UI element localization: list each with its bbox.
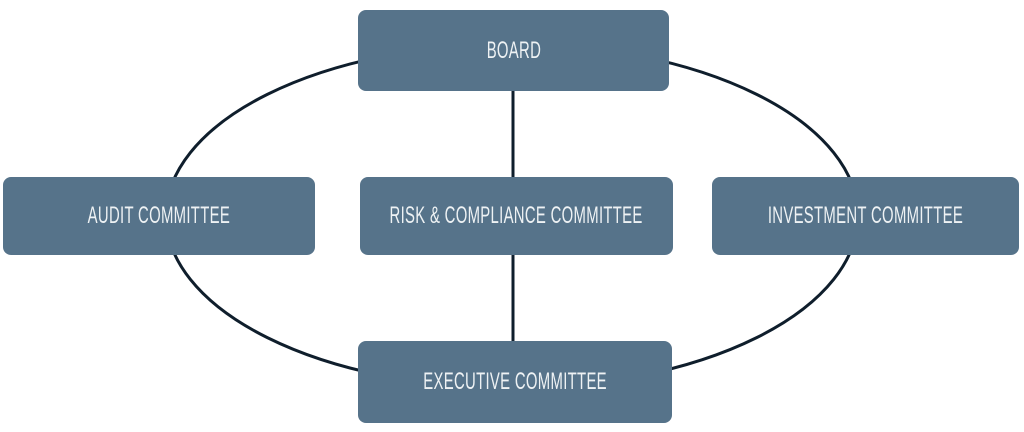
- node-board: BOARD: [358, 10, 669, 91]
- node-board-label: BOARD: [486, 36, 541, 64]
- node-executive-committee: EXECUTIVE COMMITTEE: [358, 341, 672, 423]
- node-risk-compliance-committee-label: RISK & COMPLIANCE COMMITTEE: [389, 202, 644, 229]
- node-executive-committee-label: EXECUTIVE COMMITTEE: [423, 368, 607, 395]
- node-audit-committee-label: AUDIT COMMITTEE: [87, 202, 231, 229]
- node-investment-committee: INVESTMENT COMMITTEE: [712, 177, 1019, 255]
- node-investment-committee-label: INVESTMENT COMMITTEE: [767, 202, 964, 229]
- node-risk-compliance-committee: RISK & COMPLIANCE COMMITTEE: [360, 177, 673, 255]
- node-audit-committee: AUDIT COMMITTEE: [3, 177, 315, 255]
